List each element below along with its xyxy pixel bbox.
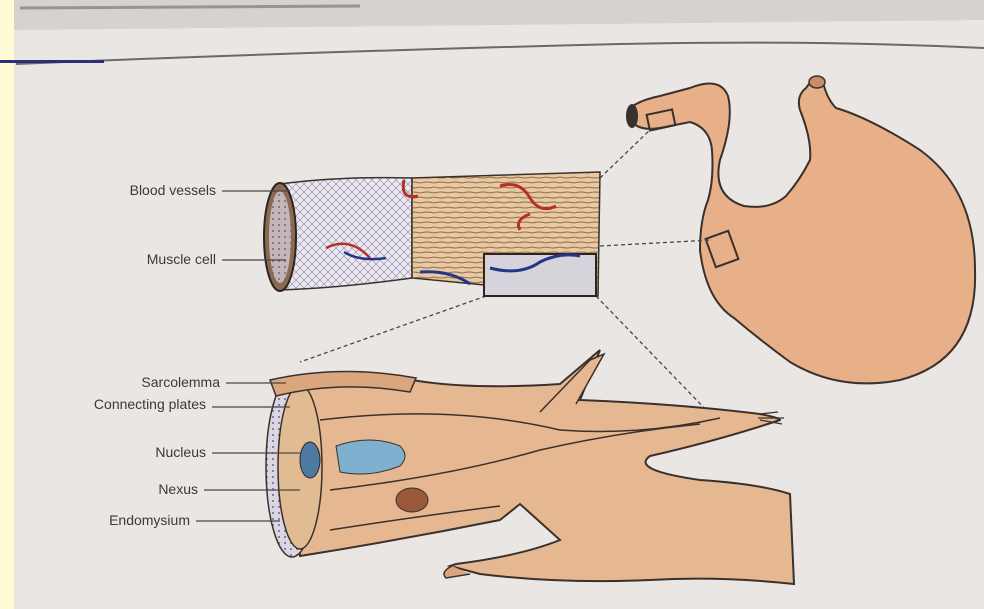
label-muscle-cell: Muscle cell [147, 251, 216, 267]
label-nexus: Nexus [158, 481, 198, 497]
slide-accent-line [0, 60, 104, 63]
label-endomysium: Endomysium [109, 512, 190, 528]
label-blood-vessels: Blood vessels [130, 182, 216, 198]
label-sarcolemma: Sarcolemma [141, 374, 220, 390]
label-nucleus: Nucleus [155, 444, 206, 460]
label-connecting-plates: Connecting plates [94, 396, 206, 412]
tissue-block [264, 172, 600, 296]
